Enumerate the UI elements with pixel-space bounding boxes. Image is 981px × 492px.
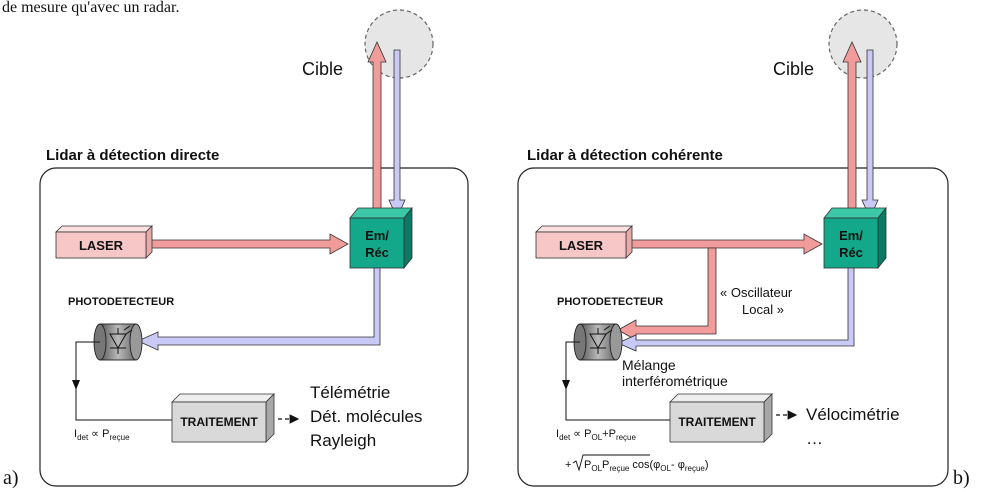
target-label: Cible [773, 59, 814, 79]
photodetector [93, 323, 143, 361]
emrec-box: Em/ Réc [349, 206, 413, 270]
laser-box: LASER [535, 225, 633, 259]
emrec-label-1: Em/ [365, 228, 389, 243]
panel-tag: b) [953, 467, 970, 489]
sqrt-sign [572, 454, 650, 472]
formula-a: Idet ∝ Preçue [74, 428, 130, 442]
return-beam-to-detector [137, 267, 381, 351]
laser-beam-up [842, 41, 862, 219]
mixing-label-1: Mélange [622, 357, 676, 373]
signal-arrowhead [562, 380, 570, 390]
laser-beam-up [367, 41, 387, 219]
output-3: Rayleigh [310, 431, 376, 450]
processing-label: TRAITEMENT [180, 415, 258, 429]
processing-label: TRAITEMENT [678, 415, 756, 429]
photodetector [573, 323, 623, 361]
emrec-box: Em/ Réc [823, 206, 887, 270]
signal-arrowhead [72, 380, 80, 390]
panel-title: Lidar à détection cohérente [527, 147, 723, 164]
output-2: Dét. molécules [310, 407, 422, 426]
diode-icon [109, 325, 133, 354]
panel-b: Cible Lidar à détection cohérente LASER … [517, 9, 970, 489]
local-oscillator-beam [617, 247, 717, 341]
svg-text:+: + [565, 459, 571, 471]
laser-beam-horizontal [625, 233, 823, 255]
output-2: … [806, 429, 823, 448]
local-oscillator-label-2: Local » [742, 302, 784, 317]
emrec-label-2: Réc [839, 245, 863, 260]
processing-box: TRAITEMENT [171, 393, 275, 443]
panel-frame [517, 167, 949, 487]
formula-b-line1: Idet ∝ POL+Preçue [556, 428, 637, 442]
laser-label: LASER [79, 238, 124, 253]
photodetector-label: PHOTODETECTEUR [68, 296, 174, 308]
diode-icon [589, 325, 613, 354]
photodetector-label: PHOTODETECTEUR [557, 296, 663, 308]
output-1: Télémétrie [310, 383, 390, 402]
panel-a: Cible Lidar à détection directe LASER Em… [3, 9, 469, 489]
panel-tag: a) [3, 467, 19, 489]
emrec-label-1: Em/ [839, 228, 863, 243]
panel-title: Lidar à détection directe [46, 147, 219, 164]
processing-box: TRAITEMENT [669, 393, 773, 443]
mixing-label-2: interférométrique [622, 373, 728, 389]
output-1: Vélocimétrie [806, 405, 900, 424]
emrec-label-2: Réc [365, 245, 389, 260]
laser-beam-horizontal [145, 233, 349, 255]
top-text: de mesure qu'avec un radar. [2, 0, 179, 16]
target-circle [828, 9, 898, 79]
local-oscillator-label-1: « Oscillateur [720, 285, 793, 300]
return-beam-to-detector [617, 267, 855, 352]
laser-box: LASER [55, 225, 153, 259]
target-label: Cible [302, 59, 343, 79]
panel-frame [39, 167, 469, 487]
laser-label: LASER [559, 238, 604, 253]
